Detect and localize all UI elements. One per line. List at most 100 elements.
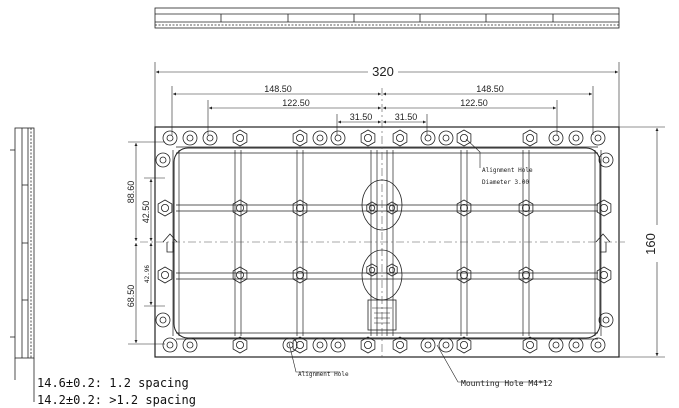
alignment-hole-label-top: Alignment Hole (482, 167, 533, 174)
magnet-core (334, 341, 342, 349)
magnet-core (206, 134, 214, 142)
magnet-ring (590, 130, 606, 146)
dim-vertical-top: 88.60 (126, 181, 136, 204)
screw-boss (232, 266, 248, 284)
screw-boss (386, 263, 398, 277)
magnet-ring (590, 337, 606, 353)
magnet-core (159, 316, 167, 324)
magnet-ring (548, 337, 564, 353)
screw-hole (459, 203, 468, 212)
screw-boss (360, 336, 376, 354)
screw-boss (392, 129, 408, 147)
magnet-core (316, 134, 324, 142)
screw-hole (368, 266, 376, 274)
screw-boss (596, 266, 612, 284)
mounting-hole-label: Mounting Hole M4*12 (461, 379, 553, 388)
screw-hole (160, 203, 169, 212)
magnet-core (594, 341, 602, 349)
vertical-dimensions (128, 126, 665, 358)
magnet-core (552, 134, 560, 142)
magnet-ring (598, 312, 614, 328)
magnet-ring (330, 130, 346, 146)
spec-line-2: 14.2±0.2: >1.2 spacing (37, 393, 196, 407)
screw-hole (459, 340, 468, 349)
screw-hole (295, 203, 304, 212)
screw-hole (600, 270, 609, 279)
screw-boss (392, 336, 408, 354)
dim-center-left: 31.50 (350, 112, 373, 122)
screw-hole (395, 340, 404, 349)
magnet-core (424, 134, 432, 142)
magnet-core (442, 134, 450, 142)
magnet-ring (202, 130, 218, 146)
magnet-core (602, 316, 610, 324)
magnet-core (316, 341, 324, 349)
magnet-ring (162, 130, 178, 146)
dim-center-right: 31.50 (395, 112, 418, 122)
screw-boss (157, 266, 173, 284)
screw-hole (459, 270, 468, 279)
magnet-ring (162, 337, 178, 353)
screw-hole (235, 340, 244, 349)
screw-boss (518, 199, 534, 217)
spec-line-1: 14.6±0.2: 1.2 spacing (37, 376, 189, 390)
magnet-core (602, 156, 610, 164)
screw-boss (518, 266, 534, 284)
screw-hole (363, 340, 372, 349)
magnet-core (552, 341, 560, 349)
magnet-core (159, 156, 167, 164)
screw-hole (235, 270, 244, 279)
screw-boss (456, 199, 472, 217)
alignment-hole-diameter: Diameter 3.00 (482, 179, 529, 186)
magnet-ring (420, 337, 436, 353)
screw-hole (522, 270, 531, 279)
magnet-ring (568, 337, 584, 353)
horizontal-dimensions (154, 62, 620, 135)
holes (155, 129, 614, 354)
screw-hole (295, 133, 304, 142)
magnet-core (424, 341, 432, 349)
dim-vertical-small: 42.96 (144, 265, 151, 283)
screw-boss (292, 336, 308, 354)
screw-boss (232, 199, 248, 217)
magnet-core (186, 134, 194, 142)
screw-boss (522, 336, 538, 354)
dim-right-inner: 122.50 (460, 98, 488, 108)
magnet-ring (155, 312, 171, 328)
screw-hole (395, 133, 404, 142)
dim-left-outer: 148.50 (264, 84, 292, 94)
magnet-ring (182, 130, 198, 146)
center-hub (361, 179, 403, 331)
alignment-hole-label-bottom: Alignment Hole (298, 371, 349, 378)
magnet-core (166, 341, 174, 349)
dim-height: 160 (643, 233, 658, 255)
screw-hole (600, 203, 609, 212)
screw-boss (456, 266, 472, 284)
screw-hole (368, 204, 376, 212)
magnet-core (594, 134, 602, 142)
dim-right-outer: 148.50 (476, 84, 504, 94)
magnet-ring (438, 130, 454, 146)
screw-boss (292, 199, 308, 217)
magnet-core (166, 134, 174, 142)
screw-boss (292, 266, 308, 284)
screw-boss (360, 129, 376, 147)
screw-hole (522, 203, 531, 212)
screw-hole (526, 340, 535, 349)
dim-vertical-mid: 42.50 (141, 201, 151, 224)
screw-boss (522, 129, 538, 147)
screw-hole (363, 133, 372, 142)
magnet-ring (155, 152, 171, 168)
screw-hole (160, 270, 169, 279)
magnet-core (572, 134, 580, 142)
screw-hole (295, 340, 304, 349)
screw-hole (388, 204, 396, 212)
screw-boss (596, 199, 612, 217)
screw-boss (292, 129, 308, 147)
screw-boss (386, 201, 398, 215)
magnet-ring (312, 130, 328, 146)
screw-hole (526, 133, 535, 142)
magnet-core (186, 341, 194, 349)
magnet-core (334, 134, 342, 142)
